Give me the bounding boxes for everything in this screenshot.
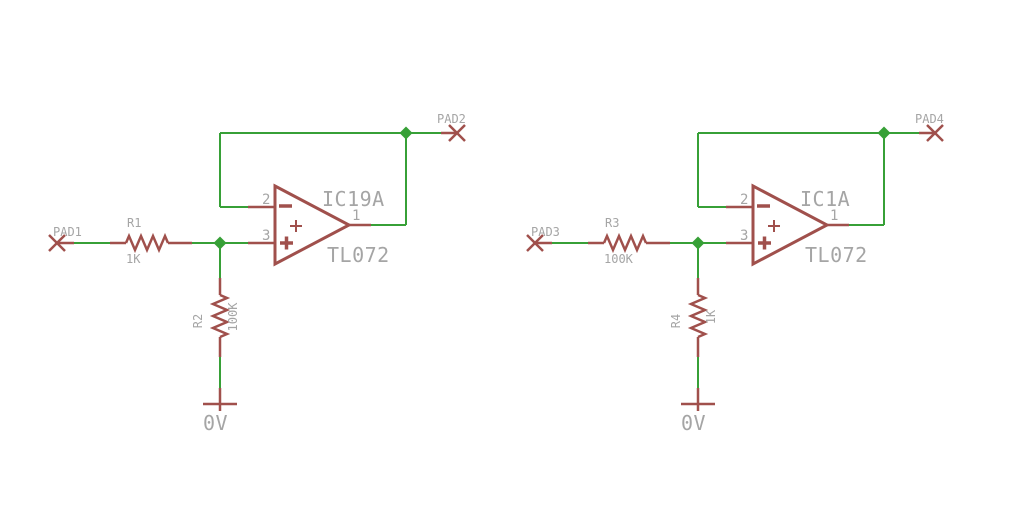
opamp-designator: IC1A xyxy=(800,187,850,211)
pin-number-noninverting: 3 xyxy=(262,228,270,244)
plus-input-icon xyxy=(758,236,771,250)
opamp-symbol[interactable] xyxy=(726,183,849,267)
ground-symbol[interactable] xyxy=(681,388,715,411)
opamp-triangle[interactable] xyxy=(273,183,353,267)
input-pad-label: PAD3 xyxy=(531,225,560,239)
output-pad-label: PAD2 xyxy=(437,112,466,126)
input-pad-label: PAD1 xyxy=(53,225,82,239)
resistor-zigzag[interactable] xyxy=(124,232,170,254)
input-pad[interactable] xyxy=(48,234,74,252)
net-output[interactable] xyxy=(371,133,407,226)
shunt-resistor[interactable] xyxy=(209,278,231,357)
output-pad[interactable] xyxy=(919,124,944,142)
shunt-resistor-name: R2 xyxy=(191,314,205,328)
plus-icon xyxy=(768,220,780,232)
resistor-zigzag[interactable] xyxy=(687,293,709,339)
net-feedback[interactable] xyxy=(697,126,927,208)
shunt-resistor-name: R4 xyxy=(669,314,683,328)
shunt-resistor[interactable] xyxy=(687,278,709,357)
plus-icon xyxy=(290,220,302,232)
opamp-part-number: TL072 xyxy=(327,243,390,267)
series-resistor-name: R1 xyxy=(127,216,141,230)
resistor-zigzag[interactable] xyxy=(602,232,648,254)
net-output[interactable] xyxy=(849,133,885,226)
ground-label: 0V xyxy=(203,411,228,435)
series-resistor[interactable] xyxy=(588,232,670,254)
ground-symbol[interactable] xyxy=(203,388,237,411)
ground-label: 0V xyxy=(681,411,706,435)
junction-dot[interactable] xyxy=(213,236,227,250)
pin-number-inverting: 2 xyxy=(262,192,270,208)
pin-number-output: 1 xyxy=(352,208,360,224)
opamp-part-number: TL072 xyxy=(805,243,868,267)
opamp-circuit-2: PAD3 R3 100K R4 1K 0V xyxy=(526,112,944,435)
pad-x-icon[interactable] xyxy=(926,124,944,142)
resistor-zigzag[interactable] xyxy=(209,293,231,339)
series-resistor-name: R3 xyxy=(605,216,619,230)
output-pad[interactable] xyxy=(441,124,466,142)
junction-dot[interactable] xyxy=(691,236,705,250)
series-resistor-value: 100K xyxy=(604,252,634,266)
opamp-designator: IC19A xyxy=(322,187,385,211)
series-resistor[interactable] xyxy=(110,232,192,254)
opamp-triangle[interactable] xyxy=(751,183,831,267)
pin-number-inverting: 2 xyxy=(740,192,748,208)
pin-number-output: 1 xyxy=(830,208,838,224)
output-pad-label: PAD4 xyxy=(915,112,944,126)
plus-input-icon xyxy=(280,236,293,250)
opamp-circuit-1: PAD1 R1 1K R2 100K 0V xyxy=(48,112,466,435)
shunt-resistor-value: 1K xyxy=(704,309,718,324)
opamp-symbol[interactable] xyxy=(248,183,371,267)
pad-x-icon[interactable] xyxy=(448,124,466,142)
shunt-resistor-value: 100K xyxy=(226,302,240,332)
net-input[interactable] xyxy=(552,236,726,279)
series-resistor-value: 1K xyxy=(126,252,141,266)
pin-number-noninverting: 3 xyxy=(740,228,748,244)
input-pad[interactable] xyxy=(526,234,552,252)
net-input[interactable] xyxy=(74,236,248,279)
